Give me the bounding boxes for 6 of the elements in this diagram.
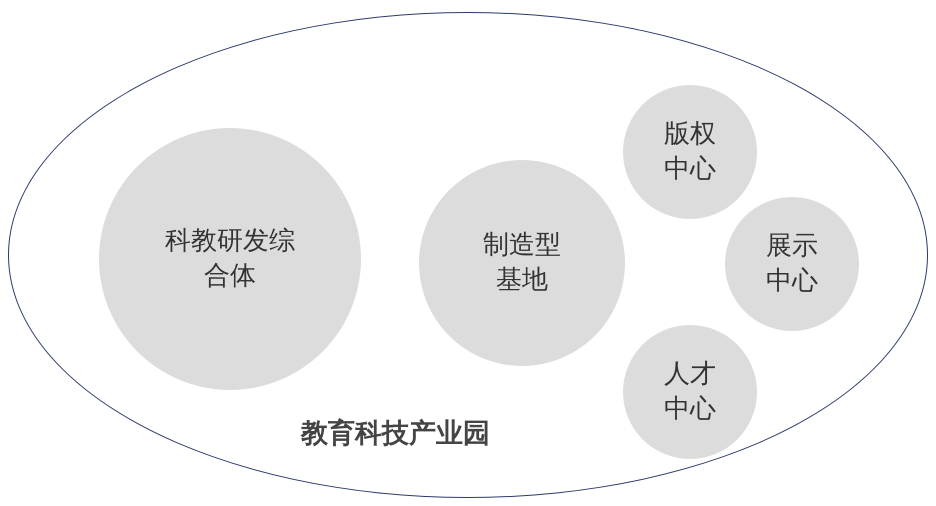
region-title: 教育科技产业园 [301, 417, 490, 451]
node-label: 人才中心 [664, 358, 716, 426]
node-label: 展示中心 [766, 230, 818, 298]
node-label: 科教研发综合体 [165, 224, 295, 293]
node-label: 制造型基地 [483, 228, 561, 297]
node-label: 版权中心 [664, 118, 716, 186]
